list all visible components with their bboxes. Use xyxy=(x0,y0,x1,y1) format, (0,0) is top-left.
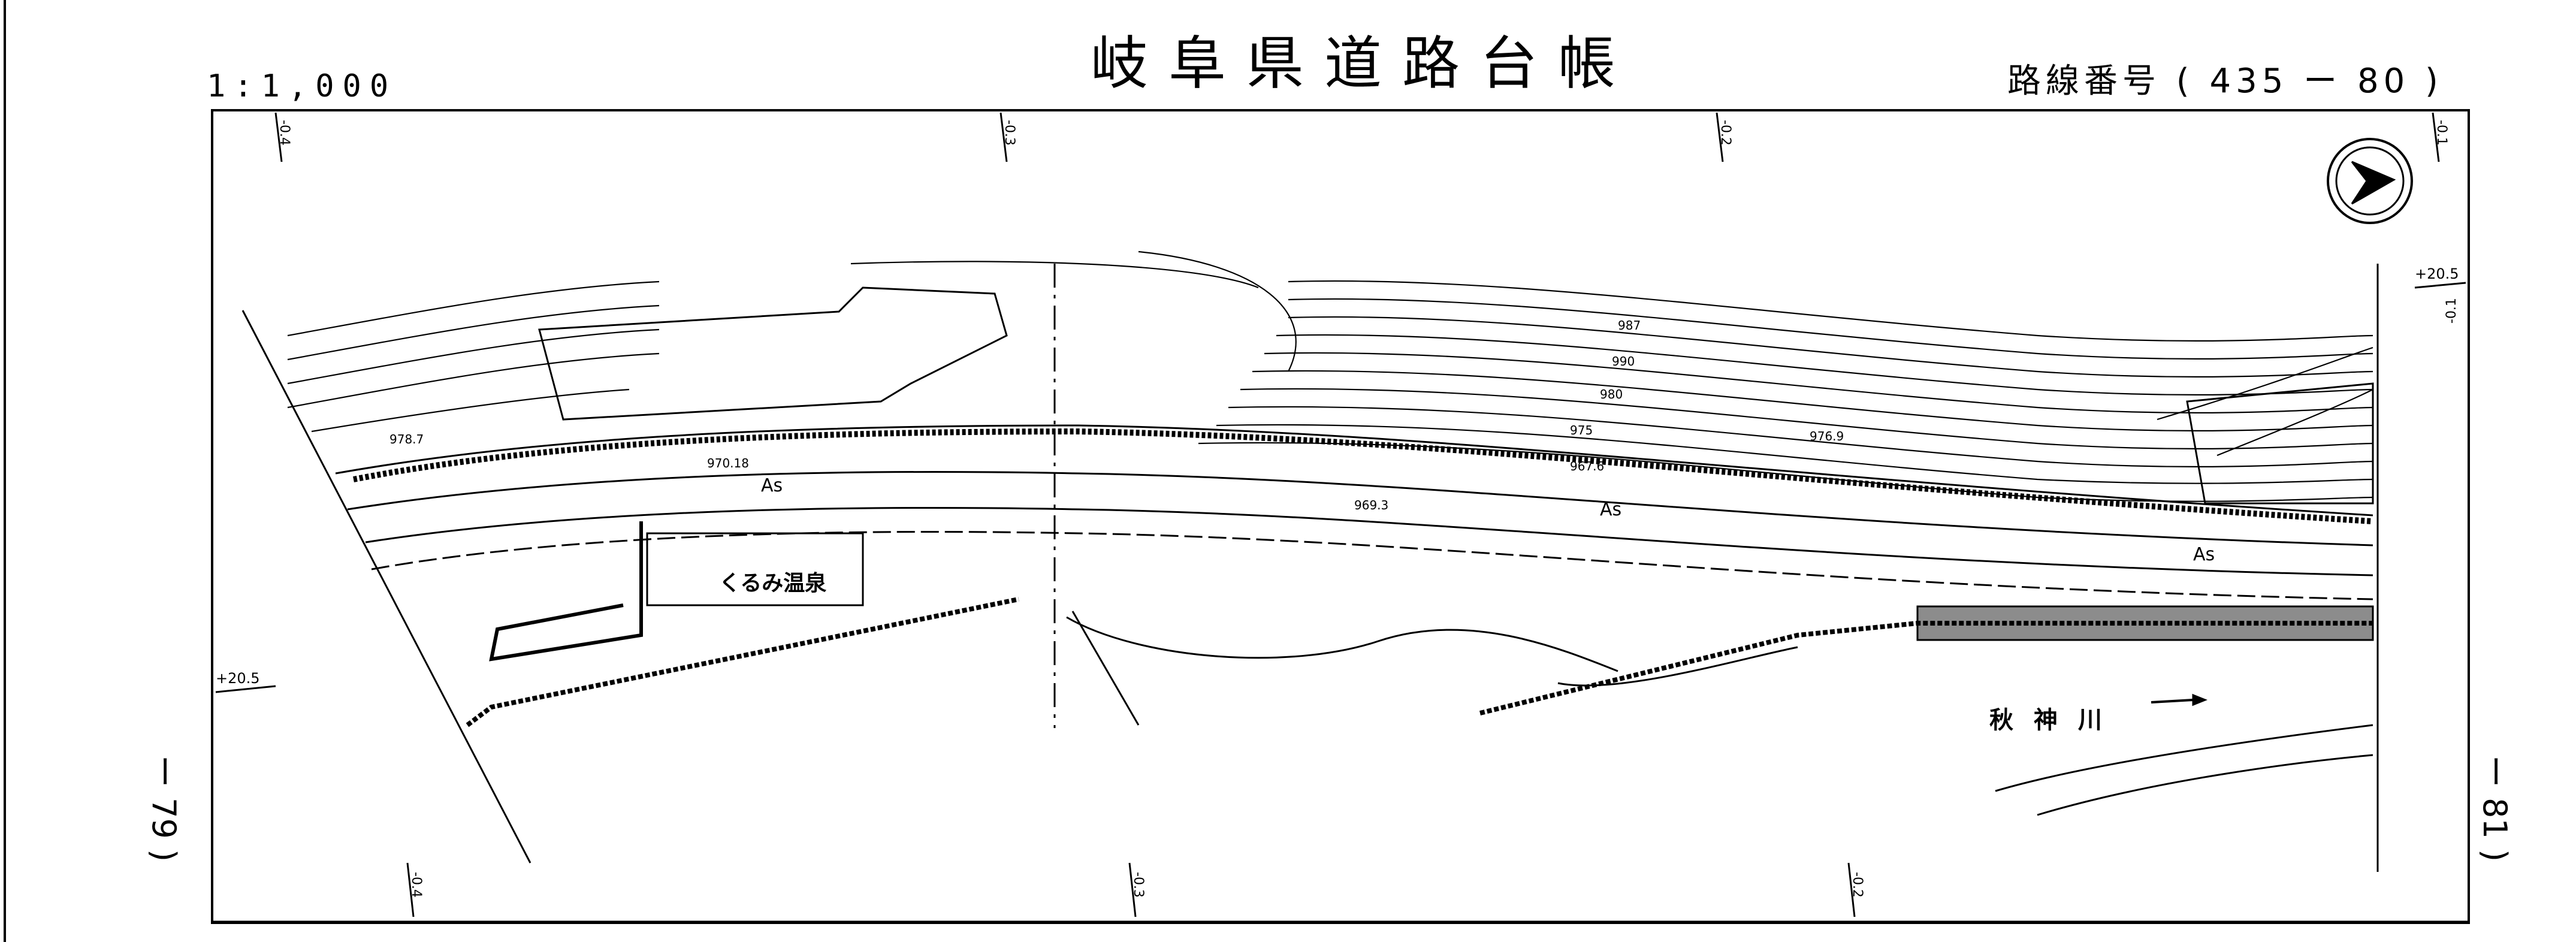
river-name-label: 秋 神 川 xyxy=(1989,707,2108,734)
contour-lines xyxy=(287,250,2373,502)
road-surface-label-3: As xyxy=(2193,544,2215,565)
elevation-label-3: 969.3 xyxy=(1354,498,1388,512)
map-frame xyxy=(211,109,2470,924)
map-scale: 1:1,000 xyxy=(207,68,397,104)
north-arrow-icon xyxy=(2327,138,2413,224)
offset-label-bottom-2: -0.3 xyxy=(1131,872,1146,898)
road-surface-label-2: As xyxy=(1600,499,1621,520)
river-banks xyxy=(466,597,2374,816)
elevation-label-7: 980 xyxy=(1600,387,1623,401)
onsen-parking-wall xyxy=(489,521,643,662)
river-flow-arrow-icon xyxy=(2151,693,2208,707)
road-surface-label-1: As xyxy=(761,475,783,496)
offset-label-top-1: -0.4 xyxy=(277,120,292,146)
offset-label-top-4: -0.1 xyxy=(2434,120,2449,146)
sheet-left-edge-line xyxy=(4,0,6,942)
route-number: 路線番号 ( 435 ー 80 ) xyxy=(2007,62,2443,101)
onsen-building-outline xyxy=(646,532,864,606)
offset-label-right: -0.1 xyxy=(2444,298,2459,324)
elevation-label-1: 978.7 xyxy=(389,432,424,446)
elevation-label-2: 970.18 xyxy=(707,456,749,470)
elevation-label-6: 990 xyxy=(1612,354,1635,369)
elevation-label-4: 976.9 xyxy=(1810,429,1844,443)
offset-label-bottom-1: -0.4 xyxy=(409,872,424,898)
offset-label-bottom-3: -0.2 xyxy=(1850,872,1865,898)
station-label-left: +20.5 xyxy=(216,670,260,687)
station-label-right: +20.5 xyxy=(2415,265,2459,282)
retaining-walls xyxy=(538,286,2374,505)
offset-label-top-2: -0.3 xyxy=(1002,120,1017,146)
elevation-label-8: 975 xyxy=(1570,423,1593,437)
map-title: 岐阜県道路台帳 xyxy=(1091,30,1636,97)
road-edges xyxy=(335,424,2373,600)
elevation-label-5: 967.6 xyxy=(1570,459,1604,473)
elevation-label-9: 987 xyxy=(1618,318,1641,333)
offset-ticks xyxy=(215,112,2466,917)
offset-label-top-3: -0.2 xyxy=(1718,120,1733,146)
place-name-label: くるみ温泉 xyxy=(719,571,826,596)
sheet-boundary-left xyxy=(241,310,531,864)
